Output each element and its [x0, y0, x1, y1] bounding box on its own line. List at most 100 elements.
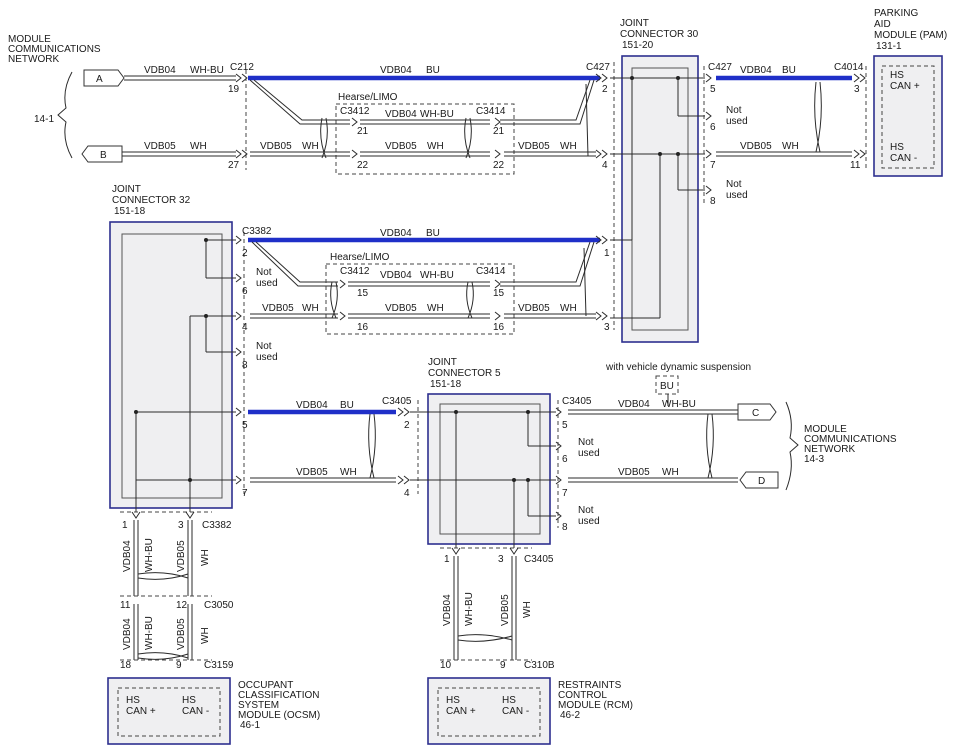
svg-text:46-2: 46-2	[560, 710, 580, 721]
svg-text:C310B: C310B	[524, 660, 555, 671]
svg-text:VDB04: VDB04	[296, 400, 328, 411]
svg-text:WH: WH	[302, 303, 319, 314]
joint-connector-5[interactable]	[427, 393, 551, 545]
svg-text:VDB04: VDB04	[740, 65, 772, 76]
connector-d-tag[interactable]	[739, 471, 779, 489]
parking-aid-module[interactable]	[873, 55, 943, 177]
svg-text:NETWORK: NETWORK	[804, 444, 855, 455]
svg-text:Not: Not	[726, 105, 742, 116]
svg-text:5: 5	[242, 420, 248, 431]
svg-text:15: 15	[357, 288, 369, 299]
svg-text:27: 27	[228, 160, 240, 171]
svg-text:CAN +: CAN +	[890, 81, 920, 92]
svg-text:21: 21	[493, 126, 505, 137]
svg-text:HS: HS	[126, 695, 140, 706]
svg-text:3: 3	[498, 554, 504, 565]
svg-text:VDB04: VDB04	[380, 228, 412, 239]
connector-a-tag[interactable]	[83, 69, 125, 87]
svg-text:1: 1	[122, 520, 128, 531]
svg-text:PARKING: PARKING	[874, 8, 918, 19]
svg-text:15: 15	[493, 288, 505, 299]
svg-text:C3412: C3412	[340, 266, 370, 277]
svg-text:used: used	[256, 352, 278, 363]
svg-text:WH: WH	[427, 303, 444, 314]
svg-text:CAN -: CAN -	[890, 153, 917, 164]
svg-text:2: 2	[602, 84, 608, 95]
svg-text:7: 7	[710, 160, 716, 171]
svg-text:HS: HS	[890, 70, 904, 81]
svg-text:D: D	[758, 476, 765, 487]
svg-text:8: 8	[242, 360, 248, 371]
svg-text:C427: C427	[586, 62, 610, 73]
svg-text:VDB04: VDB04	[122, 618, 133, 650]
svg-text:22: 22	[357, 160, 369, 171]
svg-text:VDB05: VDB05	[262, 303, 294, 314]
svg-text:6: 6	[710, 122, 716, 133]
joint-connector-32[interactable]	[109, 221, 233, 509]
svg-text:HS: HS	[182, 695, 196, 706]
svg-text:BU: BU	[660, 381, 674, 392]
svg-text:used: used	[578, 448, 600, 459]
svg-text:151-18: 151-18	[430, 379, 462, 390]
svg-text:6: 6	[242, 286, 248, 297]
svg-text:WH: WH	[302, 141, 319, 152]
svg-text:C4014: C4014	[834, 62, 864, 73]
svg-text:MODULE (OCSM): MODULE (OCSM)	[238, 710, 320, 721]
svg-text:WH: WH	[560, 141, 577, 152]
svg-text:5: 5	[710, 84, 716, 95]
svg-text:8: 8	[710, 196, 716, 207]
svg-text:Not: Not	[578, 437, 594, 448]
svg-text:C3382: C3382	[242, 226, 272, 237]
connector-c212: C212	[230, 62, 254, 73]
network-title-line1: MODULE	[8, 34, 51, 45]
network-title-line3: NETWORK	[8, 54, 59, 65]
svg-text:VDB04: VDB04	[385, 109, 417, 120]
svg-text:CAN -: CAN -	[182, 706, 209, 717]
svg-text:C: C	[752, 408, 759, 419]
svg-text:CONNECTOR 30: CONNECTOR 30	[620, 29, 699, 40]
svg-text:Not: Not	[256, 267, 272, 278]
restraints-control-module[interactable]	[427, 677, 551, 745]
svg-text:VDB05: VDB05	[518, 141, 550, 152]
svg-text:4: 4	[602, 160, 608, 171]
svg-text:VDB05: VDB05	[618, 467, 650, 478]
svg-text:11: 11	[850, 160, 861, 171]
network-title-line2: COMMUNICATIONS	[8, 44, 101, 55]
svg-text:C3405: C3405	[382, 396, 412, 407]
svg-text:151-20: 151-20	[622, 40, 654, 51]
svg-text:131-1: 131-1	[876, 41, 902, 52]
svg-text:CONTROL: CONTROL	[558, 690, 607, 701]
svg-text:WH: WH	[190, 141, 207, 152]
svg-text:VDB05: VDB05	[296, 467, 328, 478]
svg-text:C427: C427	[708, 62, 732, 73]
svg-text:4: 4	[242, 322, 248, 333]
svg-text:C3382: C3382	[202, 520, 232, 531]
occupant-classification-module[interactable]	[107, 677, 231, 745]
svg-text:CLASSIFICATION: CLASSIFICATION	[238, 690, 320, 701]
svg-text:OCCUPANT: OCCUPANT	[238, 680, 293, 691]
connector-a-label: A	[96, 74, 103, 85]
connector-b-tag[interactable]	[81, 145, 123, 163]
svg-text:VDB05: VDB05	[144, 141, 176, 152]
connector-c-tag[interactable]	[737, 403, 777, 421]
svg-text:VDB05: VDB05	[260, 141, 292, 152]
svg-text:VDB05: VDB05	[518, 303, 550, 314]
svg-text:Not: Not	[256, 341, 272, 352]
svg-text:WH: WH	[427, 141, 444, 152]
pin-19: 19	[228, 84, 240, 95]
hearse-limo-box-upper	[335, 103, 515, 175]
svg-text:MODULE (RCM): MODULE (RCM)	[558, 700, 633, 711]
svg-text:CONNECTOR 5: CONNECTOR 5	[428, 368, 501, 379]
svg-text:BU: BU	[426, 65, 440, 76]
svg-text:used: used	[726, 190, 748, 201]
svg-text:used: used	[256, 278, 278, 289]
svg-text:9: 9	[500, 660, 506, 671]
svg-text:22: 22	[493, 160, 505, 171]
svg-text:2: 2	[242, 248, 248, 259]
hearse-limo-box-lower	[325, 263, 515, 335]
svg-text:WH: WH	[200, 549, 211, 566]
svg-text:WH-BU: WH-BU	[144, 538, 155, 572]
svg-text:JOINT: JOINT	[428, 357, 457, 368]
svg-text:JOINT: JOINT	[112, 184, 141, 195]
